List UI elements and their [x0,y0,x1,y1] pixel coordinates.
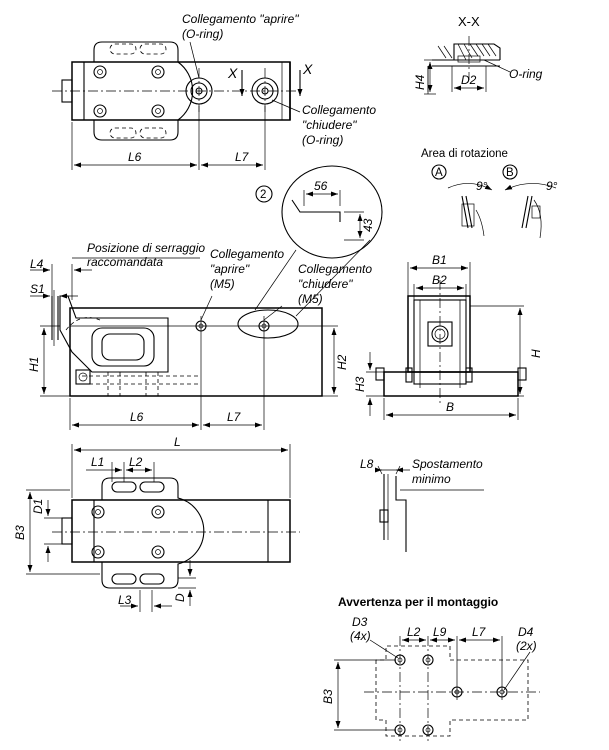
dim-d: D [173,593,187,602]
dim-d3: D3 [352,615,368,629]
label-rotation-area: Area di rotazione [421,148,508,160]
dim-b2: B2 [432,273,447,287]
dim-l2: L2 [129,455,143,469]
label-clamp-pos-1: Posizione di serraggio [87,241,205,255]
label-connect-close: Collegamento [302,103,376,117]
dim-l8: L8 [360,457,374,471]
circle-a: A [435,167,443,179]
section-xx [424,36,511,95]
angle-a: 9° [476,179,488,193]
dim-d4-count: (2x) [516,639,537,653]
dim-h1: H1 [27,357,41,372]
front-view [366,262,527,420]
dim-d3-count: (4x) [350,629,371,643]
label-clamp-pos-2: raccomandata [87,255,163,269]
bottom-view [26,444,300,612]
mount-title: Avvertenza per il montaggio [338,595,498,609]
dim-s1: S1 [30,282,45,296]
label-oring-1: (O-ring) [182,27,223,41]
dim-l2-mount: L2 [407,625,421,639]
label-m5-2: (M5) [298,292,323,306]
dim-d1: D1 [31,499,45,514]
rotation-detail [431,164,557,239]
dim-l1: L1 [91,455,104,469]
label-oring-2: (O-ring) [302,133,343,147]
detail-2 [237,165,383,339]
angle-b: 9° [546,179,558,193]
label-close-q: "chiudere" [302,118,357,132]
dim-l7-mount: L7 [472,625,487,639]
dim-56: 56 [314,179,328,193]
detail-num: 2 [260,189,266,201]
dim-l: L [174,435,181,449]
label-oring-3: O-ring [509,67,543,81]
dim-l7-top: L7 [235,150,250,164]
section-mark-2: X [302,61,313,77]
dim-l7-mid: L7 [227,410,242,424]
section-mark-1: X [227,65,238,81]
top-view [52,41,303,170]
dim-l3: L3 [118,593,132,607]
label-connect-close-m5-1: Collegamento [298,262,372,276]
dim-l6-top: L6 [128,150,142,164]
dim-h4: H4 [413,74,427,90]
label-connect-open: Collegamento "aprire" [182,12,299,26]
dim-h: H [529,349,543,358]
dim-b1: B1 [432,253,447,267]
min-movement-detail [375,465,484,552]
label-min-move-2: minimo [412,472,451,486]
dim-b3-mount: B3 [321,689,335,704]
section-title: X-X [458,14,480,29]
dim-d4: D4 [518,625,534,639]
label-min-move-1: Spostamento [412,457,483,471]
dim-h2: H2 [335,354,349,370]
label-connect-close-m5-2: "chiudere" [298,277,353,291]
dim-l4: L4 [30,257,44,271]
label-connect-open-m5-1: Collegamento [210,247,284,261]
dim-l9: L9 [433,625,447,639]
dim-b3: B3 [13,525,27,540]
label-m5-1: (M5) [210,277,235,291]
dim-h3: H3 [353,376,367,392]
dim-l6-mid: L6 [130,410,144,424]
dim-b: B [446,400,454,414]
side-view [30,257,338,430]
dim-43: 43 [361,218,375,232]
mounting-view [334,636,540,742]
dim-d2: D2 [461,73,477,87]
circle-b: B [506,167,514,179]
label-connect-open-m5-2: "aprire" [210,262,250,276]
